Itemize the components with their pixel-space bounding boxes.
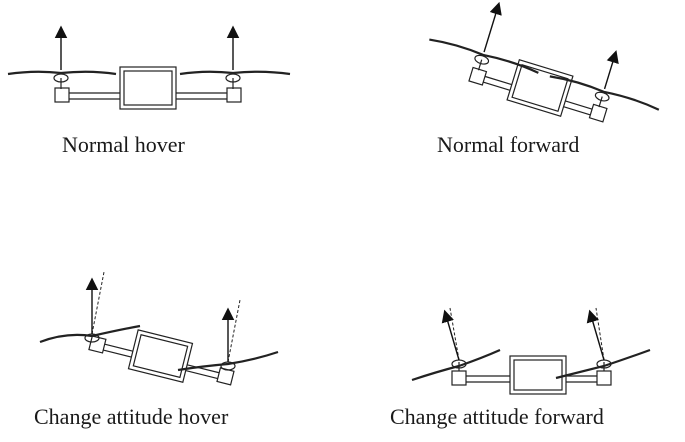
reference-line-right: [595, 307, 605, 361]
body-box: [119, 66, 177, 110]
body-box: [506, 58, 574, 118]
motor-left: [88, 335, 107, 354]
motor-right: [596, 370, 612, 386]
motor-right: [226, 87, 242, 103]
body-box: [127, 329, 194, 383]
motor-right: [216, 367, 235, 386]
caption-change-attitude-forward: Change attitude forward: [390, 404, 604, 429]
thrust-arrow-left: [441, 309, 460, 361]
thrust-arrow-left: [483, 1, 502, 53]
motor-left: [468, 66, 488, 86]
body-box: [509, 355, 567, 395]
drone-normal-hover: [7, 25, 291, 110]
propeller-left: [39, 324, 141, 344]
propeller-left: [7, 70, 117, 76]
propeller-right: [549, 75, 660, 111]
motor-left: [54, 87, 70, 103]
motor-right: [588, 103, 608, 123]
reference-line-left: [91, 271, 105, 335]
propeller-left: [429, 38, 539, 74]
propeller-left: [411, 348, 501, 382]
caption-normal-forward: Normal forward: [437, 132, 580, 157]
reference-line-right: [227, 299, 241, 363]
propeller-right: [555, 348, 651, 380]
drone-normal-forward: [429, 1, 660, 123]
reference-line-left: [449, 307, 460, 361]
drone-change-attitude-hover: [39, 271, 279, 386]
motor-left: [451, 370, 467, 386]
thrust-arrow-right: [603, 50, 619, 90]
drone-change-attitude-forward: [411, 307, 651, 395]
caption-normal-hover: Normal hover: [62, 132, 185, 157]
propeller-right: [179, 70, 291, 76]
propeller-right: [177, 350, 279, 372]
thrust-arrow-right: [586, 309, 605, 361]
caption-change-attitude-hover: Change attitude hover: [34, 404, 229, 429]
